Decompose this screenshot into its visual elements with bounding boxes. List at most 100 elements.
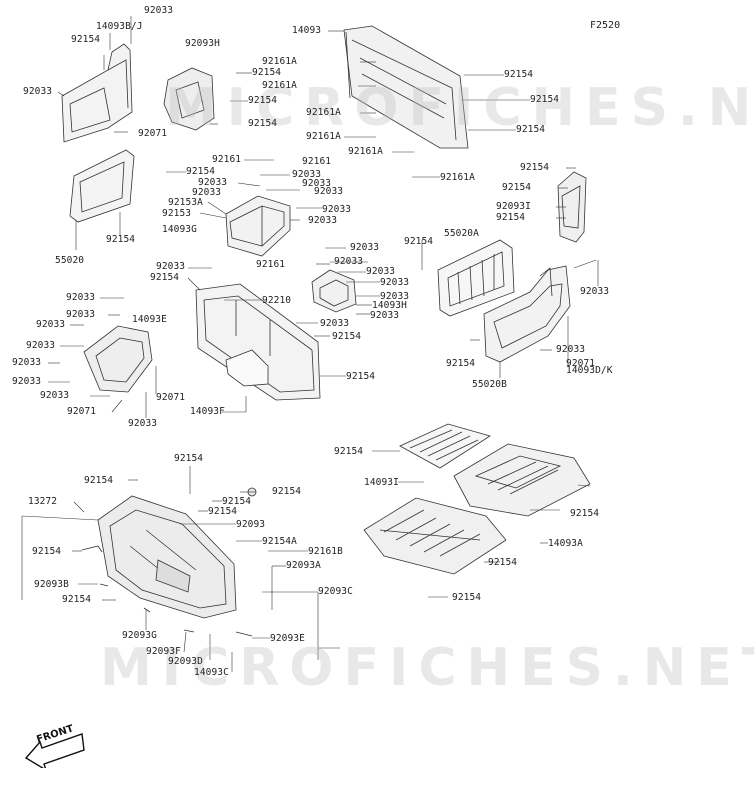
callout-label: 92033: [23, 86, 53, 97]
callout-label: 92154: [84, 475, 114, 486]
part-14093I-floor: [453, 443, 591, 517]
callout-label: 92154: [496, 212, 526, 223]
callout-label: 92033: [350, 242, 380, 253]
callout-label: 92153A: [168, 197, 203, 208]
callout-label: 14093G: [162, 224, 197, 235]
callout-label: 14093A: [548, 538, 583, 549]
callout-label: 92033: [556, 344, 586, 355]
callout-label: 92033: [302, 178, 332, 189]
callout-label: 92093H: [185, 38, 220, 49]
callout-label: 92154: [248, 118, 278, 129]
callout-label: 14093E: [132, 314, 167, 325]
callout-label: 92161B: [308, 546, 343, 557]
callout-label: 92033: [314, 186, 344, 197]
callout-label: 92161A: [262, 56, 297, 67]
callout-label: 92154: [488, 557, 518, 568]
callout-label: 92154: [504, 69, 534, 80]
callout-label: 92154: [332, 331, 362, 342]
part-14093-rear-frame: [343, 25, 469, 149]
callout-label: 92154: [516, 124, 546, 135]
callout-label: 92154: [252, 67, 282, 78]
callout-label: 92071: [566, 358, 596, 369]
callout-label: 92154: [272, 486, 302, 497]
callout-label: 92161A: [440, 172, 475, 183]
callout-label: 92033: [12, 357, 42, 368]
front-arrow-icon: [24, 733, 85, 768]
callout-label: 92154: [62, 594, 92, 605]
callout-label: 92071: [138, 128, 168, 139]
callout-label: 92033: [380, 277, 410, 288]
part-14093F-panel: [195, 283, 321, 401]
part-lower-floor-panel: [97, 495, 237, 619]
callout-label: 14093F: [190, 406, 225, 417]
callout-label: 92154: [520, 162, 550, 173]
part-14093DK-panel: [483, 265, 571, 363]
callout-label: 92033: [144, 5, 174, 16]
callout-label: 92161A: [306, 131, 341, 142]
callout-label: 14093: [292, 25, 322, 36]
callout-label: 92154: [208, 506, 238, 517]
part-14093G-box: [225, 195, 291, 257]
callout-label: 14093B/J: [96, 21, 143, 32]
callout-label: 14093I: [364, 477, 399, 488]
callout-label: 92093C: [318, 586, 353, 597]
callout-label: 92154: [186, 166, 216, 177]
callout-label: 14093C: [194, 667, 229, 678]
callout-label: 92033: [366, 266, 396, 277]
part-55020B-grate: [399, 423, 491, 469]
callout-label: 92033: [26, 340, 56, 351]
callout-label: 92154: [334, 446, 364, 457]
callout-label: 92093G: [122, 630, 157, 641]
callout-label: 92033: [292, 169, 322, 180]
callout-label: 92154: [570, 508, 600, 519]
callout-label: 92033: [370, 310, 400, 321]
callout-label: 92154A: [262, 536, 297, 547]
part-92093-clip: [81, 545, 103, 553]
callout-label: 92154: [404, 236, 434, 247]
callout-label: 92154: [222, 496, 252, 507]
callout-label: 92093F: [146, 646, 181, 657]
callout-label: 92033: [322, 204, 352, 215]
callout-label: 92154: [32, 546, 62, 557]
callout-label: 92033: [580, 286, 610, 297]
callout-label: 92093D: [168, 656, 203, 667]
callout-label: 55020: [55, 255, 85, 266]
part-14093BJ-panel: [61, 43, 133, 143]
callout-label: 92033: [40, 390, 70, 401]
part-55020-panel: [69, 149, 135, 223]
part-92093A-clip: [99, 583, 109, 587]
callout-label: 92093B: [34, 579, 69, 590]
callout-label: 92093: [236, 519, 266, 530]
callout-label: 92153: [162, 208, 192, 219]
callout-label: 92161A: [262, 80, 297, 91]
callout-label: 92154: [248, 95, 278, 106]
callout-label: 14093H: [372, 300, 407, 311]
callout-label: 92154: [150, 272, 180, 283]
figure-code: F2520: [590, 20, 621, 31]
callout-label: 13272: [28, 496, 58, 507]
callout-label: 92161: [302, 156, 332, 167]
callout-label: 92033: [66, 292, 96, 303]
part-14093A-floor: [363, 497, 507, 575]
callout-label: 92161: [212, 154, 242, 165]
callout-label: 92154: [106, 234, 136, 245]
callout-label: 92033: [156, 261, 186, 272]
callout-label: 92154: [174, 453, 204, 464]
callout-label: 92093A: [286, 560, 321, 571]
callout-label: 92210: [262, 295, 292, 306]
callout-label: 92071: [156, 392, 186, 403]
part-14093H-bracket: [311, 269, 357, 313]
callout-label: 92154: [502, 182, 532, 193]
callout-label: 92154: [530, 94, 560, 105]
callout-leader-lines: [21, 16, 599, 672]
callout-label: 92161A: [348, 146, 383, 157]
part-92093I-panel: [557, 171, 587, 243]
callout-label: 92154: [446, 358, 476, 369]
watermark-bottom: MICROFICHES.NET: [100, 638, 754, 698]
callout-label: 92033: [308, 215, 338, 226]
callout-label: 14093D/K: [566, 365, 613, 376]
callout-label: 92154: [452, 592, 482, 603]
callout-label: 92033: [66, 309, 96, 320]
